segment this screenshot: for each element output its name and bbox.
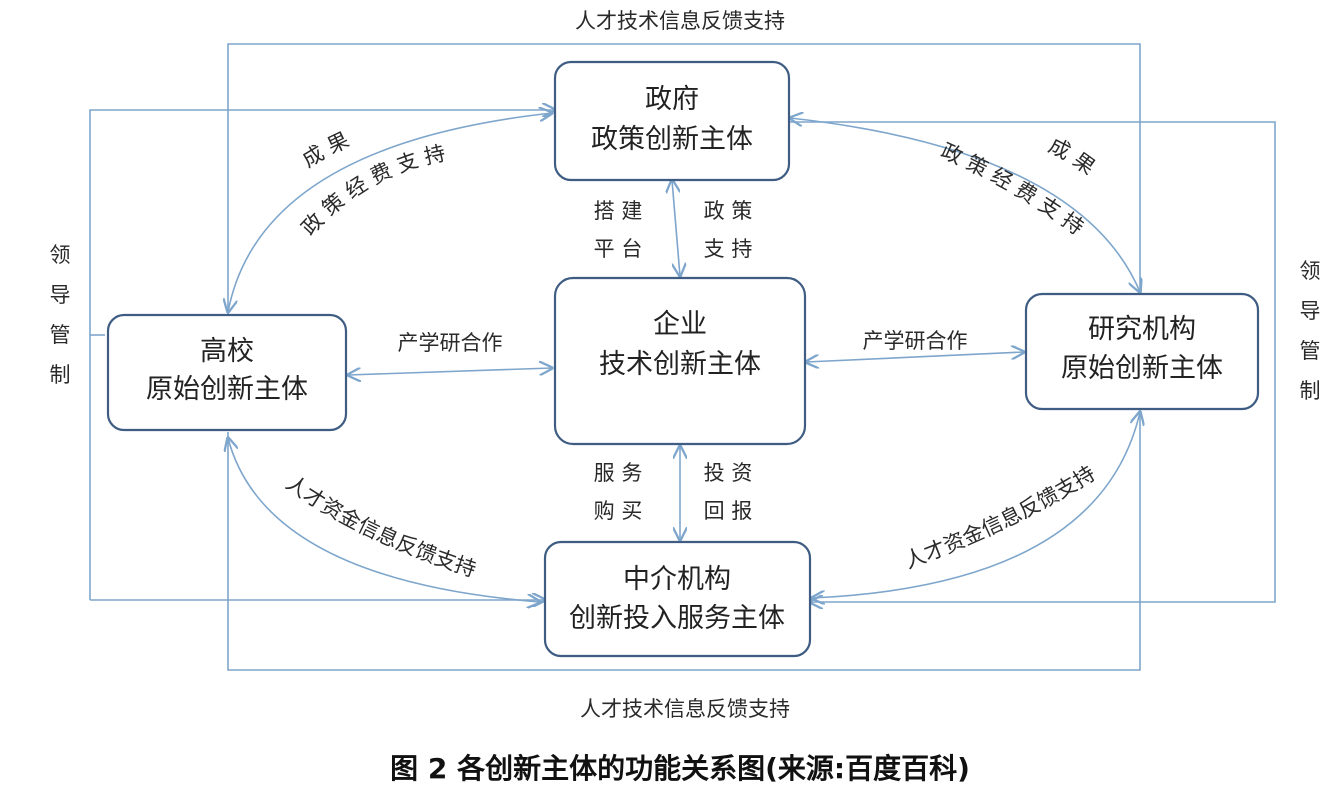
node-enterprise: 企业 技术创新主体 [553,276,807,446]
node-research-name: 研究机构 [1088,314,1196,345]
node-government: 政府 政策创新主体 [553,60,791,182]
label-univ-inter: 人才资金信息反馈支持 [282,471,479,582]
node-research: 研究机构 原始创新主体 [1024,292,1260,411]
label-right-control: 领导管制 [1300,259,1321,403]
node-government-role: 政策创新主体 [591,124,753,155]
label-ent-inter-invest: 投 资回 报 [704,461,753,523]
label-left-control: 领导管制 [50,243,71,387]
node-intermediary: 中介机构 创新投入服务主体 [543,540,812,658]
node-university: 高校 原始创新主体 [106,313,348,432]
label-ent-inter-service: 服 务购 买 [594,461,643,523]
node-enterprise-role: 技术创新主体 [599,349,761,380]
label-gov-research-result: 成 果 [1045,133,1100,179]
label-ent-research: 产学研合作 [863,329,968,353]
node-university-name: 高校 [200,336,254,367]
curved-arrows [228,113,1140,602]
label-bottom-loop: 人才技术信息反馈支持 [580,697,790,721]
label-univ-ent: 产学研合作 [398,331,503,355]
label-gov-univ-result: 成 果 [298,128,353,172]
label-gov-ent-policy: 政 策支 持 [704,199,753,261]
straight-arrows [348,180,1024,540]
label-top-loop: 人才技术信息反馈支持 [575,9,785,33]
figure-caption: 图 2 各创新主体的功能关系图(来源:百度百科) [390,752,970,785]
label-gov-ent-build: 搭 建平 台 [594,199,643,261]
node-government-name: 政府 [645,84,699,115]
node-enterprise-name: 企业 [653,309,707,340]
label-research-inter: 人才资金信息反馈支持 [901,461,1099,573]
node-research-role: 原始创新主体 [1061,353,1223,384]
node-university-role: 原始创新主体 [146,374,308,405]
node-intermediary-name: 中介机构 [623,564,731,595]
node-intermediary-role: 创新投入服务主体 [569,603,785,634]
